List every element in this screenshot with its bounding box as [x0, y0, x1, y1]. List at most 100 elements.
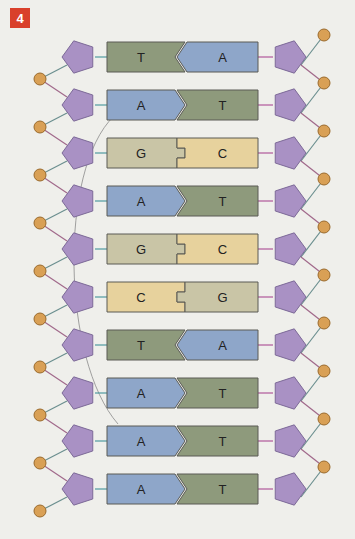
- base-outline: [177, 378, 258, 408]
- sugar-pentagon: [62, 377, 93, 409]
- sugar-pentagon: [62, 473, 93, 505]
- phosphate-circle: [318, 77, 330, 89]
- base-letter: C: [218, 147, 227, 160]
- base-outline: [107, 330, 185, 360]
- tab-base: G: [177, 282, 258, 312]
- notched-base: T: [177, 186, 258, 216]
- base-shape: [107, 426, 185, 456]
- base-letter: T: [219, 435, 227, 448]
- base-shape: [177, 474, 258, 504]
- notched-base: T: [177, 426, 258, 456]
- socket-base: C: [107, 282, 185, 312]
- phosphate-circle: [34, 217, 46, 229]
- phosphate-circle: [34, 169, 46, 181]
- phosphate-circle: [318, 29, 330, 41]
- phosphate-circle: [34, 73, 46, 85]
- base-outline: [177, 138, 258, 168]
- base-letter: A: [137, 99, 146, 112]
- sugar-pentagon: [62, 89, 93, 121]
- base-letter: A: [137, 387, 146, 400]
- sugar-pentagon: [62, 137, 93, 169]
- backbone-line: [256, 200, 273, 201]
- base-outline: [107, 474, 185, 504]
- sugar-pentagon: [275, 233, 306, 265]
- tab-base: G: [107, 234, 185, 264]
- base-shape: [107, 474, 185, 504]
- sugar-pentagon: [62, 233, 93, 265]
- base-letter: T: [137, 339, 145, 352]
- pointed-base: A: [177, 330, 258, 360]
- sugar-pentagon: [62, 185, 93, 217]
- phosphate-circle: [318, 221, 330, 233]
- phosphate-circle: [318, 125, 330, 137]
- notched-base: T: [177, 474, 258, 504]
- base-letter: A: [137, 435, 146, 448]
- base-shape: [177, 282, 258, 312]
- figure-number: 4: [16, 12, 23, 25]
- base-outline: [177, 234, 258, 264]
- sugar-pentagon: [62, 281, 93, 313]
- base-outline: [107, 282, 185, 312]
- tab-base: G: [107, 138, 185, 168]
- base-shape: [107, 90, 185, 120]
- backbone-line: [256, 152, 273, 153]
- sugar-pentagon: [275, 185, 306, 217]
- sugar-pentagon: [275, 425, 306, 457]
- base-shape: [107, 138, 185, 168]
- phosphate-circle: [318, 269, 330, 281]
- backbone-line: [256, 392, 273, 393]
- pointed-base: A: [107, 378, 185, 408]
- notched-base: T: [177, 378, 258, 408]
- base-shape: [107, 42, 185, 72]
- base-letter: C: [218, 243, 227, 256]
- base-letter: T: [219, 195, 227, 208]
- sugar-pentagon: [62, 41, 93, 73]
- backbone-line: [256, 248, 273, 249]
- pointed-base: A: [107, 90, 185, 120]
- base-letter: A: [137, 483, 146, 496]
- base-letter: A: [137, 195, 146, 208]
- sugar-pentagon: [275, 89, 306, 121]
- phosphate-circle: [34, 121, 46, 133]
- sugar-pentagon: [275, 377, 306, 409]
- base-letter: G: [217, 291, 227, 304]
- base-shape: [107, 330, 185, 360]
- backbone-line: [256, 488, 273, 489]
- sugar-pentagon: [275, 473, 306, 505]
- base-letter: C: [136, 291, 145, 304]
- sugar-pentagon: [275, 329, 306, 361]
- pointed-base: A: [107, 186, 185, 216]
- base-letter: A: [218, 51, 227, 64]
- phosphate-circle: [34, 265, 46, 277]
- base-outline: [107, 186, 185, 216]
- base-outline: [177, 474, 258, 504]
- base-shape: [177, 378, 258, 408]
- pointed-base: A: [107, 426, 185, 456]
- pointed-base: A: [177, 42, 258, 72]
- base-outline: [177, 426, 258, 456]
- base-letter: G: [136, 147, 146, 160]
- notched-base: T: [107, 330, 185, 360]
- sugar-pentagon: [275, 281, 306, 313]
- base-outline: [107, 426, 185, 456]
- sugar-pentagon: [275, 41, 306, 73]
- sugar-pentagon: [275, 137, 306, 169]
- figure-badge: 4: [10, 8, 30, 28]
- base-outline: [177, 186, 258, 216]
- base-letter: T: [219, 483, 227, 496]
- sugar-pentagon: [62, 329, 93, 361]
- backbone-line: [256, 56, 273, 57]
- base-shape: [177, 330, 258, 360]
- base-outline: [177, 42, 258, 72]
- base-letter: T: [137, 51, 145, 64]
- phosphate-circle: [34, 361, 46, 373]
- base-shape: [177, 42, 258, 72]
- backbone-line: [256, 104, 273, 105]
- phosphate-circle: [318, 365, 330, 377]
- phosphate-circle: [34, 505, 46, 517]
- backbone-line: [256, 344, 273, 345]
- base-letter: T: [219, 387, 227, 400]
- base-shape: [177, 234, 258, 264]
- backbone-line: [256, 296, 273, 297]
